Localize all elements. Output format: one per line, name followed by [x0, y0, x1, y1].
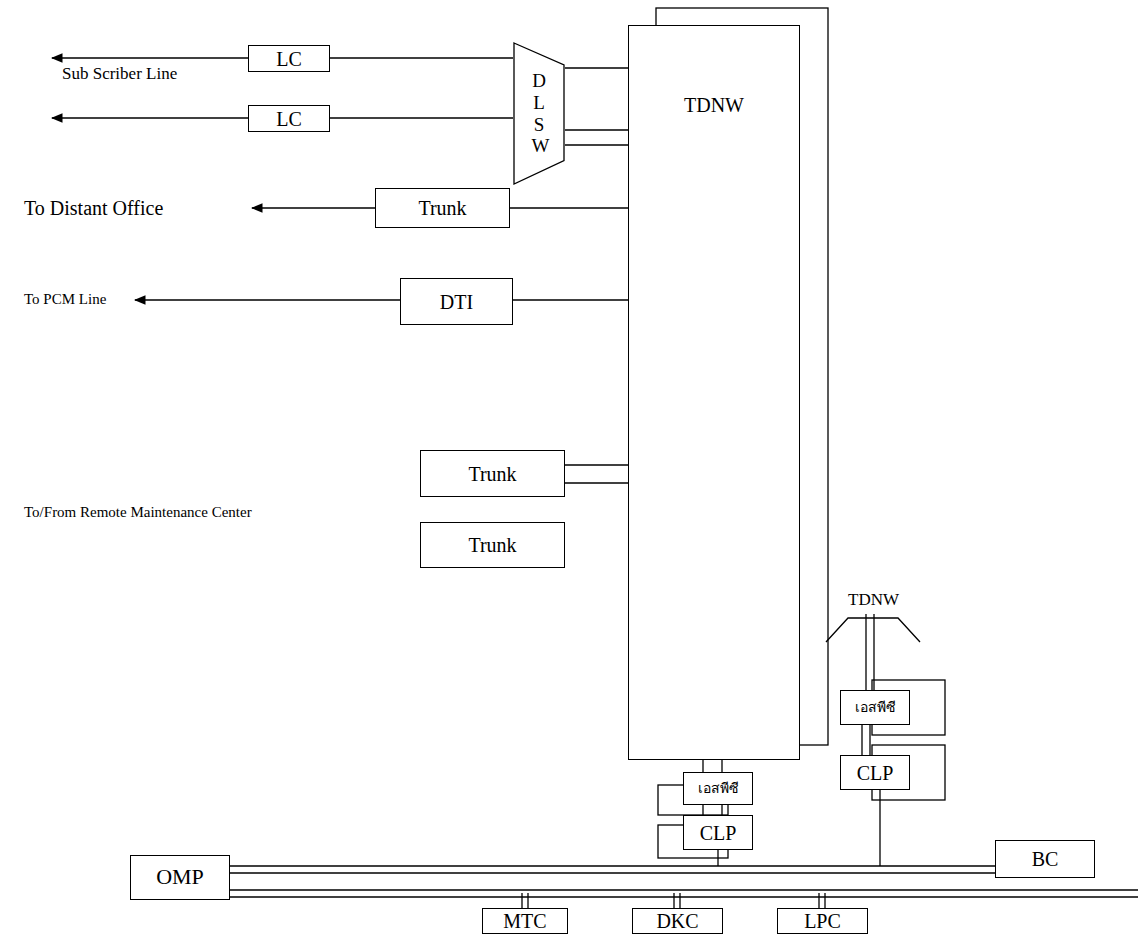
box-label: DKC: [656, 910, 698, 932]
box-label: LC: [276, 108, 302, 130]
connector-line: [565, 144, 628, 145]
box-label: DTI: [440, 291, 473, 313]
connector-line: [869, 725, 870, 755]
wire: [873, 614, 874, 690]
unit-box: DTI: [400, 278, 513, 325]
unit-box: Trunk: [420, 522, 565, 568]
bus-tap: [818, 893, 819, 908]
box-label: Trunk: [418, 197, 466, 219]
connector-line: [861, 725, 862, 755]
unit-box: LPC: [777, 908, 868, 934]
unit-box: เอสพีซี: [840, 690, 910, 725]
unit-box: LC: [248, 45, 330, 72]
signal-arrow: [52, 57, 248, 58]
unit-box: เอสพีซี: [683, 772, 753, 805]
connector-line: [330, 117, 513, 118]
annotation-label: To Distant Office: [22, 197, 165, 220]
box-label: LC: [276, 48, 302, 70]
signal-arrow: [252, 207, 375, 208]
annotation-label: To PCM Line: [22, 291, 108, 308]
annotation-label: Sub Scriber Line: [60, 64, 179, 84]
box-label: Trunk: [468, 534, 516, 556]
box-label: BC: [1032, 848, 1059, 870]
connector-line: [513, 299, 628, 300]
connector-line: [702, 805, 703, 815]
annotation-label: TDNW: [846, 590, 901, 610]
network-funnel: [826, 618, 920, 642]
wire: [865, 614, 866, 690]
unit-box: OMP: [130, 855, 230, 900]
unit-box: BC: [995, 840, 1095, 878]
bus-line: [230, 896, 1138, 897]
connector-line: [702, 760, 703, 772]
connector-line: [330, 57, 513, 58]
box-label: D L S W: [531, 70, 546, 157]
unit-box: DKC: [632, 908, 723, 934]
connector-line: [565, 129, 628, 130]
box-label: Trunk: [468, 463, 516, 485]
bus-tap: [527, 893, 528, 908]
box-label: เอสพีซี: [698, 781, 739, 796]
annotation-label: To/From Remote Maintenance Center: [22, 504, 254, 521]
unit-box: CLP: [683, 815, 753, 850]
bus-tap: [673, 893, 674, 908]
unit-box: MTC: [482, 908, 568, 934]
connector-line: [721, 805, 722, 815]
unit-box: CLP: [840, 755, 910, 790]
trapezoid-shape: [514, 43, 564, 184]
unit-box: Trunk: [420, 450, 565, 497]
bus-line: [230, 889, 1138, 890]
box-label: CLP: [700, 822, 737, 844]
connector-line: [565, 482, 628, 483]
connector-line: [565, 67, 628, 68]
bus-tap: [521, 893, 522, 908]
bus-tap: [824, 893, 825, 908]
signal-arrow: [52, 117, 248, 118]
connector-line: [230, 872, 995, 873]
unit-box: TDNW: [628, 25, 800, 760]
switch-trapezoid: D L S W: [513, 42, 565, 185]
connector-line: [721, 760, 722, 772]
bus-tap: [679, 893, 680, 908]
bus-drop: [879, 790, 880, 866]
box-label: OMP: [156, 865, 204, 889]
bus-drop: [717, 850, 718, 866]
box-label: เอสพีซี: [855, 700, 896, 715]
box-label: LPC: [804, 910, 841, 932]
connector-line: [510, 207, 628, 208]
unit-box: LC: [248, 105, 330, 132]
unit-box: Trunk: [375, 188, 510, 228]
signal-arrow: [135, 299, 400, 300]
box-label: MTC: [503, 910, 546, 932]
box-label: TDNW: [684, 94, 744, 116]
connector-line: [565, 464, 628, 465]
box-label: CLP: [857, 762, 894, 784]
connector-line: [230, 865, 995, 866]
